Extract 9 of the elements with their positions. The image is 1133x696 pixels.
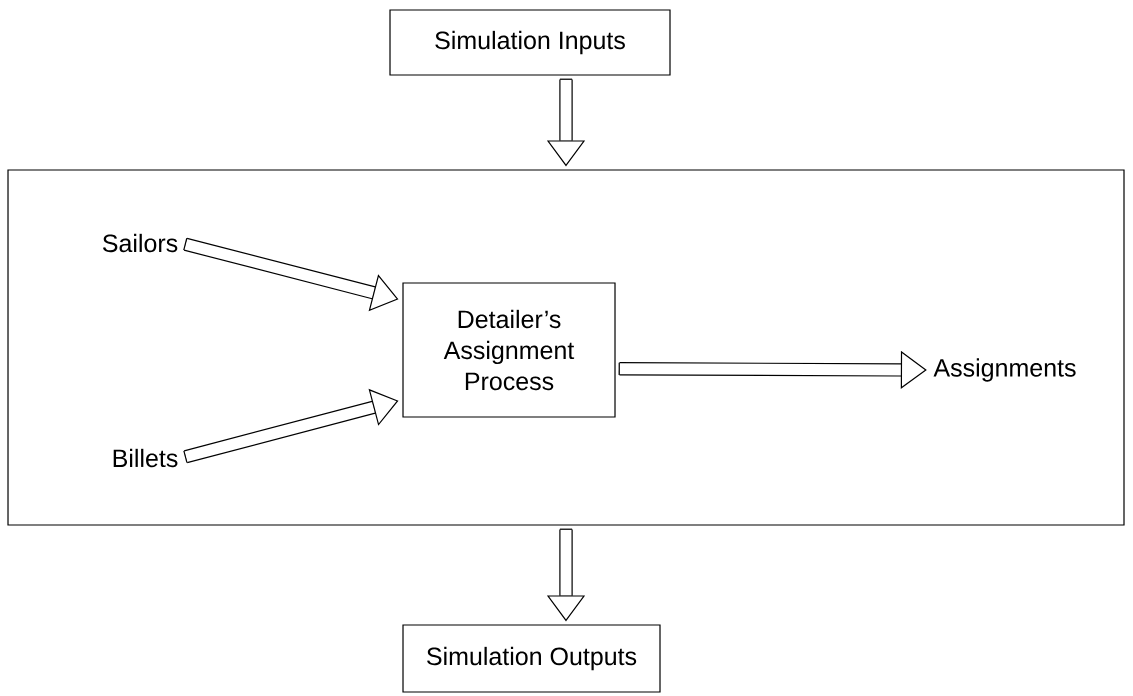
input-label: Sailors (102, 233, 178, 253)
process-box: Simulation Inputs (389, 9, 671, 76)
block-arrow (618, 350, 927, 389)
frame-box (7, 169, 1125, 526)
process-box: Simulation Outputs (402, 624, 661, 693)
input-label: Billets (113, 448, 178, 468)
input-label: Assignments (933, 358, 1076, 382)
process-box: Detailer’s Assignment Process (402, 282, 616, 418)
block-arrow (183, 388, 399, 464)
